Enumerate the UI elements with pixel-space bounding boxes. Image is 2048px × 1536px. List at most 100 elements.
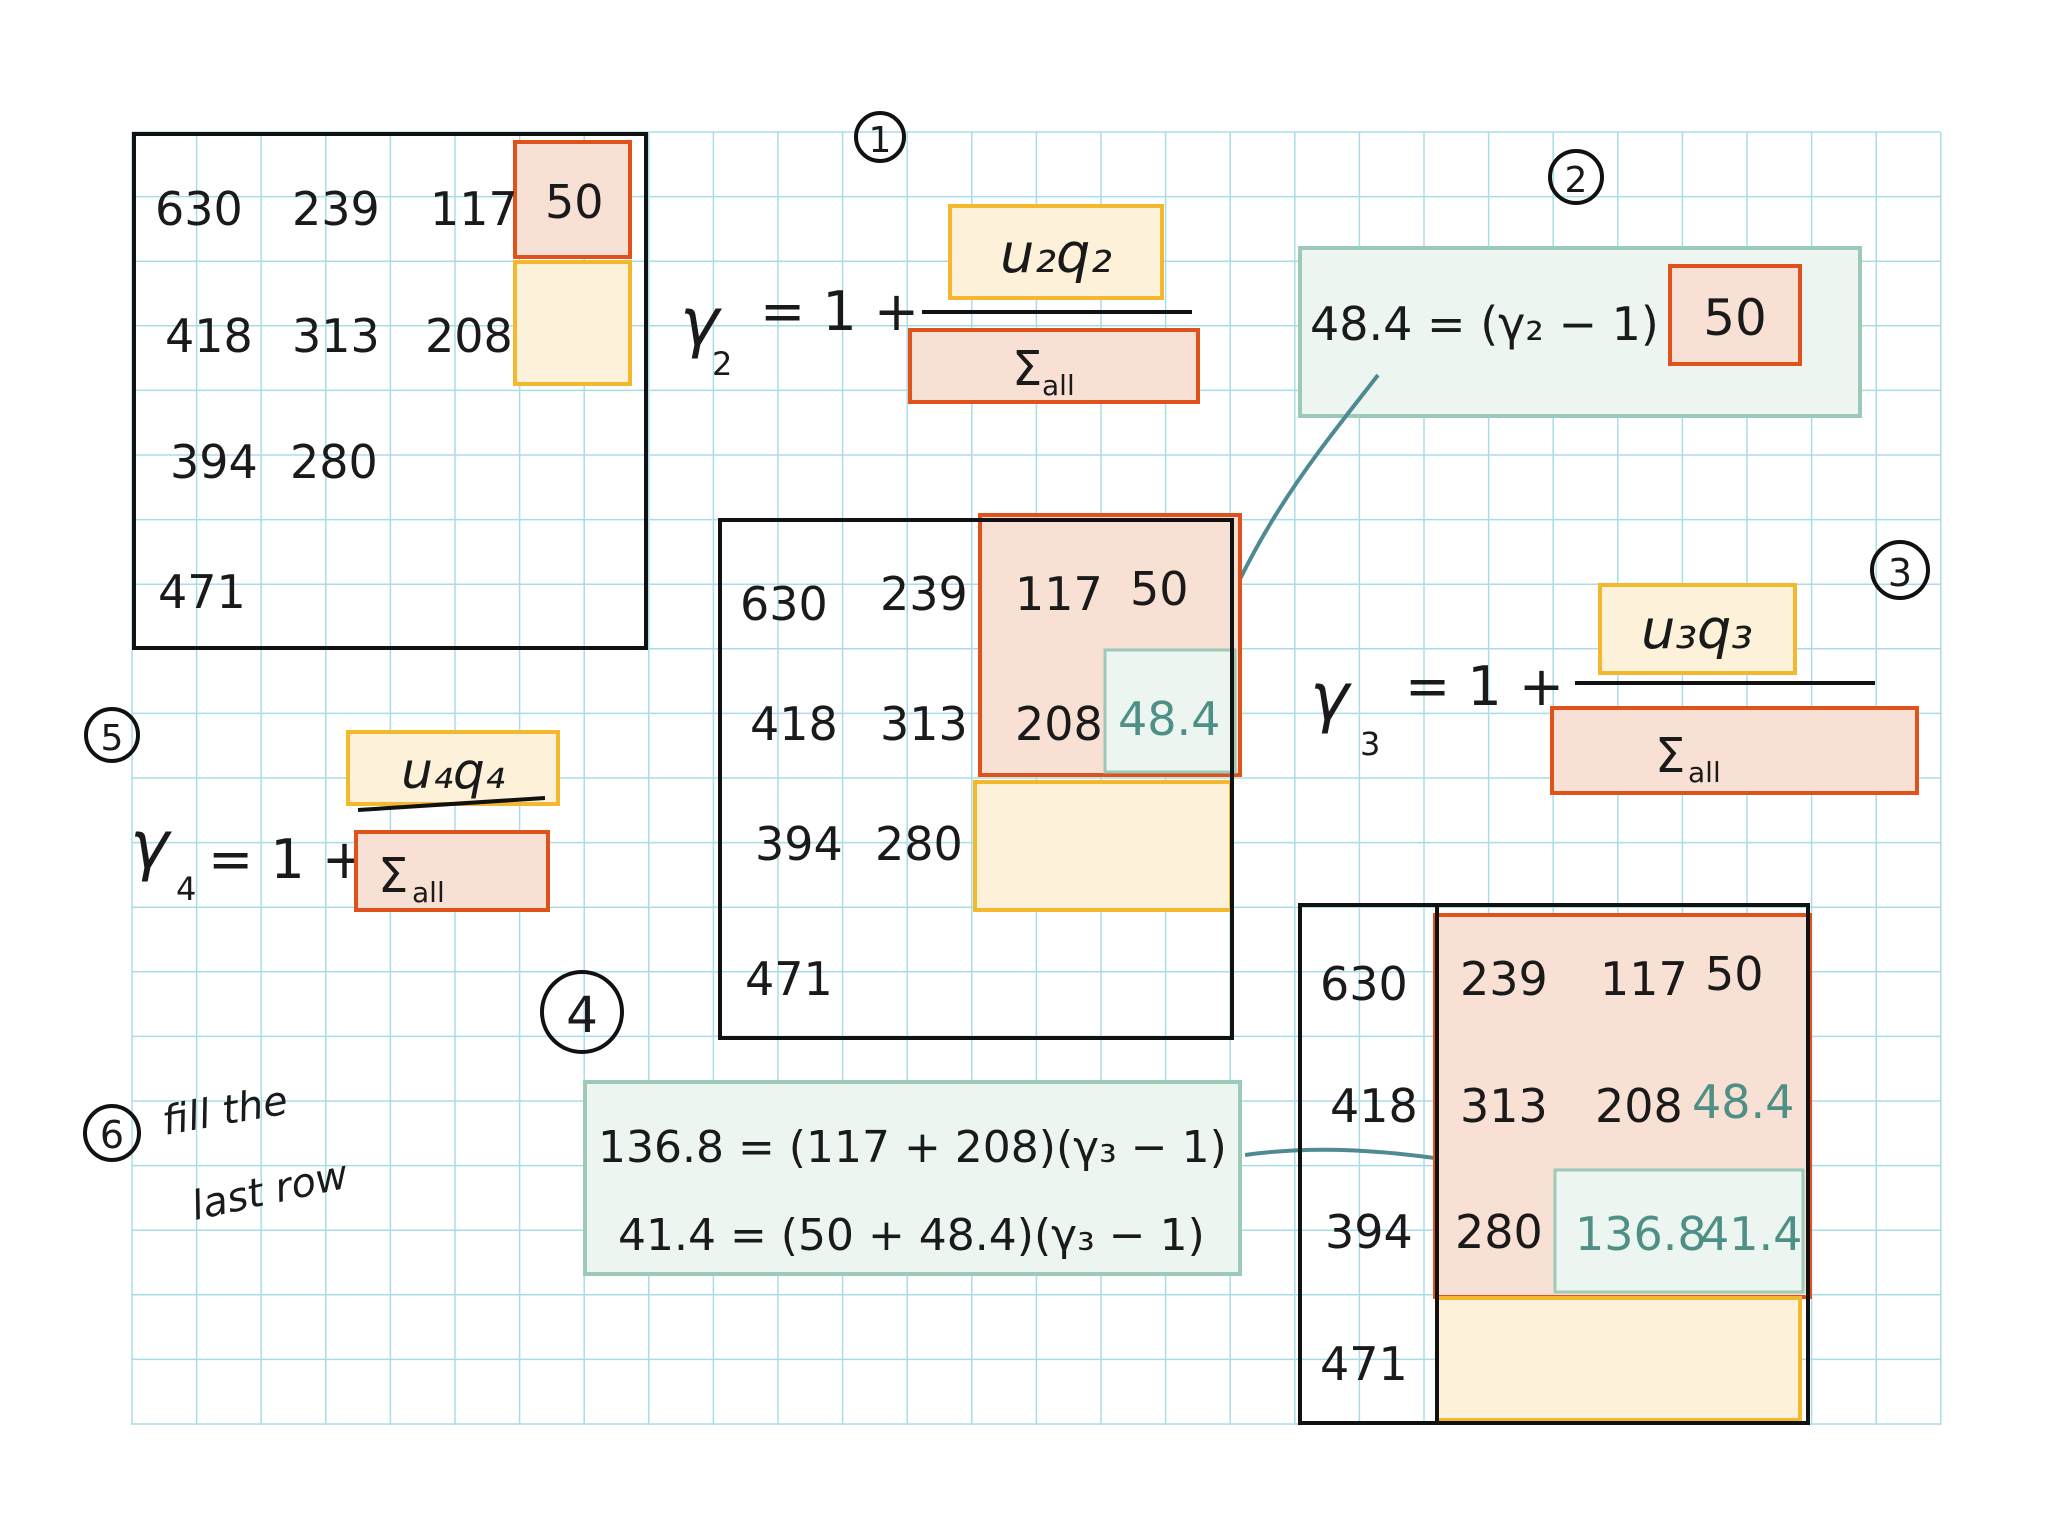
cell: 418 xyxy=(165,309,253,363)
cell: 280 xyxy=(875,817,963,871)
step-3: 3 xyxy=(1870,540,1930,600)
step-number-circle xyxy=(83,1104,141,1162)
step-1: 1 xyxy=(854,111,906,163)
cell: 394 xyxy=(755,817,843,871)
step-2: 2 xyxy=(1548,149,1604,205)
cell: 50 xyxy=(1705,947,1764,1001)
cell: 50 xyxy=(1130,562,1189,616)
formula-step-4: 136.8 = (117 + 208)(γ₃ − 1) 41.4 = (50 +… xyxy=(583,1080,1242,1276)
target-block-yellow xyxy=(973,780,1233,912)
numerator-box xyxy=(1598,583,1797,675)
denominator-box xyxy=(1550,706,1919,795)
cell: 313 xyxy=(1460,1079,1548,1133)
step-number-circle xyxy=(1870,540,1930,600)
fraction-bar xyxy=(357,796,546,812)
equation: 48.4 = (γ₂ − 1) xyxy=(1310,297,1659,351)
cell: 136.8 xyxy=(1575,1207,1707,1261)
cell: 418 xyxy=(1330,1079,1418,1133)
formula-gamma-2: γ 2 = 1 + u₂q₂ Σ all xyxy=(680,204,1200,404)
cell: 471 xyxy=(1320,1337,1408,1391)
note-line-2: last row xyxy=(188,1152,353,1230)
cell: 471 xyxy=(745,952,833,1006)
cell: 394 xyxy=(170,435,258,489)
step-4: 4 xyxy=(540,970,624,1054)
formula-48-4: 48.4 = (γ₂ − 1) 50 xyxy=(1298,246,1862,418)
cell: 208 xyxy=(1595,1079,1683,1133)
new-values-cells xyxy=(1553,1168,1805,1294)
gamma-subscript: 2 xyxy=(712,345,732,383)
highlight-cell-50 xyxy=(513,140,632,259)
step-5: 5 xyxy=(84,707,140,763)
numerator-box xyxy=(948,204,1164,300)
step-number-circle xyxy=(1548,149,1604,205)
matrix-step-2: 630 239 117 50 418 313 208 48.4 394 280 … xyxy=(718,513,1242,1040)
formula-gamma-4: γ 4 = 1 + u₄q₄ Σ all xyxy=(130,730,560,912)
equals-one-plus: = 1 + xyxy=(208,828,367,891)
boxed-value: 50 xyxy=(1703,289,1767,347)
step-number: 3 xyxy=(1888,551,1912,595)
target-cell-yellow xyxy=(513,260,632,386)
sigma-subscript: all xyxy=(1688,756,1721,789)
cell: 41.4 xyxy=(1700,1207,1802,1261)
cell: 239 xyxy=(880,567,968,621)
step-number: 2 xyxy=(1565,160,1588,201)
gamma-symbol: γ xyxy=(130,807,172,884)
new-value-cell xyxy=(1103,648,1237,774)
equals-one-plus: = 1 + xyxy=(760,280,919,343)
matrix-initial: 630 239 117 50 418 313 208 394 280 471 xyxy=(132,132,648,650)
cell: 471 xyxy=(158,565,246,619)
target-row-yellow xyxy=(1435,1296,1802,1422)
step-number: 5 xyxy=(101,718,124,759)
equation-line-1: 136.8 = (117 + 208)(γ₃ − 1) xyxy=(598,1122,1227,1173)
cell: 48.4 xyxy=(1118,692,1220,746)
step-number: 6 xyxy=(100,1113,124,1157)
sigma-subscript: all xyxy=(412,876,445,909)
denominator-box xyxy=(354,830,550,912)
step-number-circle xyxy=(854,111,906,163)
numerator: u₃q₃ xyxy=(1641,598,1753,661)
value-box xyxy=(1668,264,1802,366)
cell: 280 xyxy=(1455,1205,1543,1259)
cell: 117 xyxy=(430,182,518,236)
cell: 313 xyxy=(880,697,968,751)
note-line-1: fill the xyxy=(159,1078,292,1145)
step-number: 4 xyxy=(566,986,598,1044)
numerator: u₄q₄ xyxy=(401,742,505,800)
cell: 239 xyxy=(1460,952,1548,1006)
sigma: Σ xyxy=(1012,341,1042,397)
gamma-subscript: 4 xyxy=(176,870,196,908)
sigma: Σ xyxy=(378,848,408,904)
cell: 50 xyxy=(545,175,604,229)
note-box xyxy=(583,1080,1242,1276)
matrix-frame xyxy=(718,518,1234,1040)
cell: 418 xyxy=(750,697,838,751)
denominator-box xyxy=(908,328,1200,404)
gamma-symbol: γ xyxy=(1310,659,1352,736)
matrix-frame xyxy=(1298,903,1810,1425)
cell: 117 xyxy=(1600,952,1688,1006)
sigma: Σ xyxy=(1655,728,1685,784)
cell: 208 xyxy=(425,309,513,363)
step-number-circle xyxy=(84,707,140,763)
cell: 630 xyxy=(1320,957,1408,1011)
step-number: 1 xyxy=(869,120,892,161)
cell: 117 xyxy=(1015,567,1103,621)
cell: 48.4 xyxy=(1692,1075,1794,1129)
gamma-symbol: γ xyxy=(680,284,722,361)
cell: 280 xyxy=(290,435,378,489)
cell: 630 xyxy=(740,577,828,631)
matrix-step-4: 630 239 117 50 418 313 208 48.4 394 280 … xyxy=(1298,903,1812,1425)
cell: 630 xyxy=(155,182,243,236)
step-number-circle xyxy=(540,970,624,1054)
equals-one-plus: = 1 + xyxy=(1405,655,1564,718)
equation-line-2: 41.4 = (50 + 48.4)(γ₃ − 1) xyxy=(618,1210,1205,1261)
cell: 394 xyxy=(1325,1205,1413,1259)
gamma-subscript: 3 xyxy=(1360,725,1380,763)
matrix-frame xyxy=(132,132,648,650)
cell: 208 xyxy=(1015,697,1103,751)
formula-gamma-3: γ 3 = 1 + u₃q₃ Σ all xyxy=(1310,583,1919,795)
sigma-subscript: all xyxy=(1042,369,1075,402)
numerator: u₂q₂ xyxy=(1000,222,1112,285)
cell: 313 xyxy=(292,309,380,363)
